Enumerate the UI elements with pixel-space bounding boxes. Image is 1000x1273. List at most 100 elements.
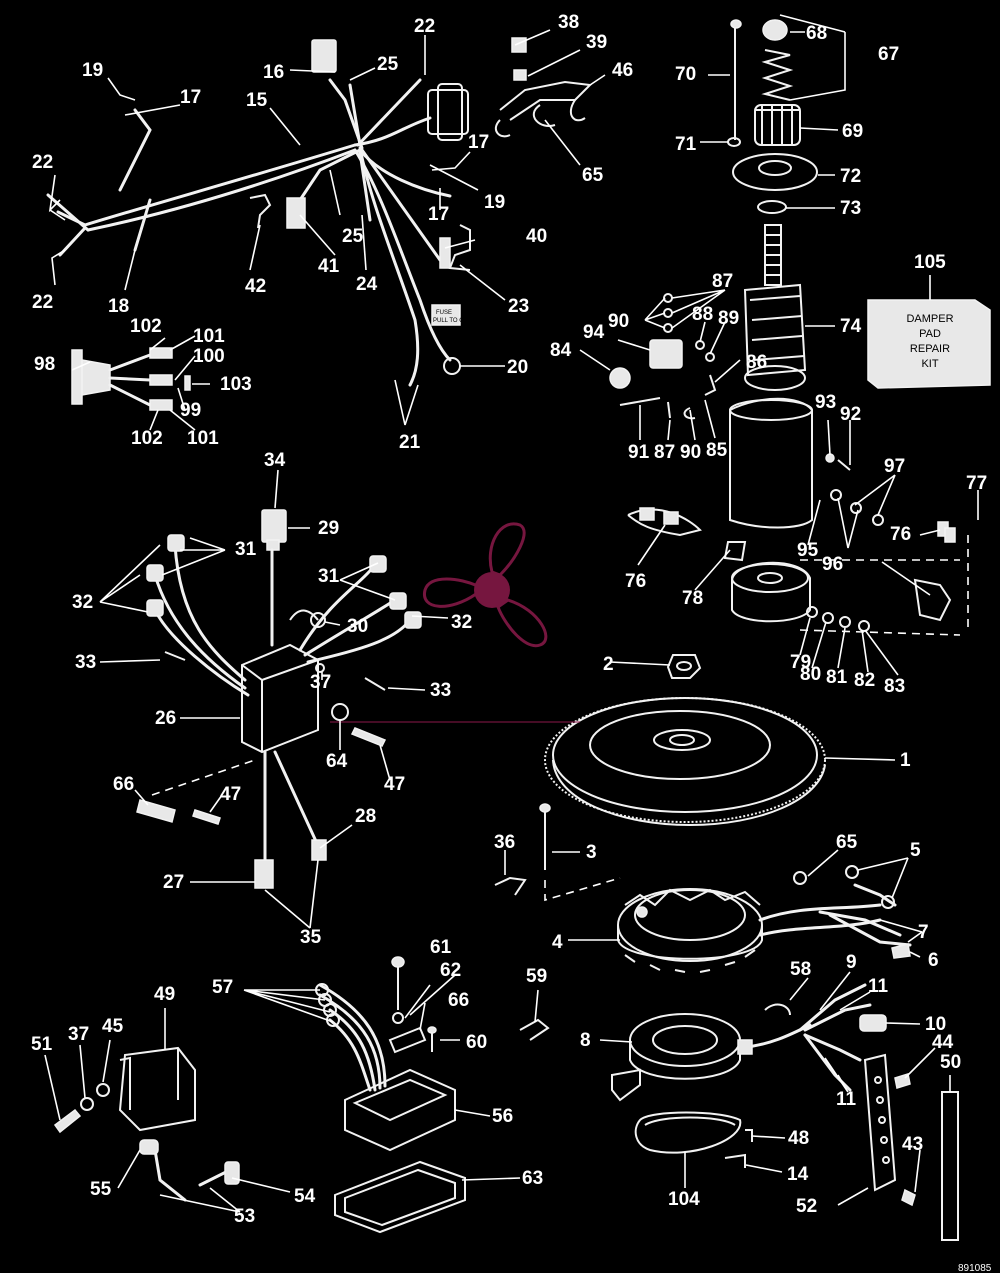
callout-81: 81 (826, 667, 848, 688)
callout-93: 93 (815, 392, 836, 413)
svg-text:PULL TO OPEN: PULL TO OPEN (433, 318, 476, 324)
callout-72: 72 (840, 166, 861, 187)
callout-59: 59 (526, 966, 547, 987)
callout-29: 29 (318, 518, 339, 539)
callout-6: 6 (928, 950, 939, 971)
callout-96: 96 (822, 554, 843, 575)
kit-line3: REPAIR (910, 343, 950, 355)
callout-11b: 11 (836, 1089, 857, 1110)
callout-27: 27 (163, 872, 184, 893)
callout-91: 91 (628, 442, 650, 463)
callout-7: 7 (918, 922, 929, 943)
callout-19a: 19 (82, 60, 103, 81)
wiring-harness: FUSE PULL TO OPEN (46, 39, 476, 387)
callout-66a: 66 (113, 774, 134, 795)
callout-22c: 22 (32, 292, 53, 313)
callout-87b: 87 (654, 442, 675, 463)
callout-63: 63 (522, 1168, 543, 1189)
callout-56: 56 (492, 1106, 513, 1127)
callout-9: 9 (846, 952, 857, 973)
callout-38: 38 (558, 12, 579, 33)
callout-31a: 31 (235, 539, 257, 560)
callout-53: 53 (234, 1206, 255, 1227)
switch-box (315, 956, 456, 1152)
callout-76b: 76 (890, 524, 911, 545)
callout-68: 68 (806, 23, 827, 44)
callout-4: 4 (552, 932, 563, 953)
drawing-code: 891085 (958, 1263, 992, 1273)
bracket-40 (439, 224, 471, 271)
callout-30: 30 (347, 616, 368, 637)
callout-60: 60 (466, 1032, 487, 1053)
callout-54: 54 (294, 1186, 316, 1207)
starter-motor (627, 19, 969, 636)
callout-24: 24 (356, 274, 378, 295)
callout-16: 16 (263, 62, 284, 83)
damper-pad-repair-kit: DAMPER PAD REPAIR KIT (867, 299, 991, 389)
callout-51: 51 (31, 1034, 53, 1055)
svg-text:FUSE: FUSE (436, 310, 452, 316)
callout-73: 73 (840, 198, 861, 219)
callout-17a: 17 (180, 87, 201, 108)
callout-74: 74 (840, 316, 862, 337)
callout-98: 98 (34, 354, 55, 375)
callout-90b: 90 (680, 442, 701, 463)
callout-78: 78 (682, 588, 703, 609)
callout-17c: 17 (428, 204, 449, 225)
callout-39: 39 (586, 32, 607, 53)
callout-44: 44 (932, 1032, 954, 1053)
callout-61: 61 (430, 937, 452, 958)
callout-92: 92 (840, 404, 861, 425)
callout-32b: 32 (451, 612, 472, 633)
callout-70: 70 (675, 64, 696, 85)
callout-47a: 47 (220, 784, 241, 805)
stator (617, 865, 912, 973)
callout-52: 52 (796, 1196, 817, 1217)
callout-80: 80 (800, 664, 821, 685)
callout-34: 34 (264, 450, 286, 471)
callout-32a: 32 (72, 592, 93, 613)
callout-65a: 65 (582, 165, 604, 186)
callout-57: 57 (212, 977, 233, 998)
callout-49: 49 (154, 984, 175, 1005)
callout-69: 69 (842, 121, 863, 142)
callout-67: 67 (878, 44, 899, 65)
callout-42: 42 (245, 276, 266, 297)
callout-87a: 87 (712, 271, 733, 292)
callout-97: 97 (884, 456, 905, 477)
callout-23: 23 (508, 296, 529, 317)
callout-101b: 101 (187, 428, 219, 449)
callout-17b: 17 (468, 132, 489, 153)
callout-77: 77 (966, 473, 987, 494)
callout-79: 79 (790, 652, 811, 673)
callout-2: 2 (603, 654, 614, 675)
callout-88: 88 (692, 304, 713, 325)
kit-line4: KIT (921, 358, 938, 370)
callout-37b: 37 (68, 1024, 89, 1045)
callout-89: 89 (718, 308, 739, 329)
callout-102b: 102 (131, 428, 163, 449)
leader-lines (44, 14, 979, 1213)
callout-64: 64 (326, 751, 348, 772)
callout-105: 105 (914, 252, 946, 273)
callout-85: 85 (706, 440, 728, 461)
callout-11a: 11 (868, 976, 889, 997)
callout-43: 43 (902, 1134, 923, 1155)
key-switch-assembly (71, 347, 191, 411)
callout-18: 18 (108, 296, 129, 317)
callout-26: 26 (155, 708, 176, 729)
callout-14: 14 (787, 1164, 809, 1185)
callout-8: 8 (580, 1030, 591, 1051)
callout-48: 48 (788, 1128, 809, 1149)
callout-5: 5 (910, 840, 921, 861)
callout-95: 95 (797, 540, 819, 561)
callout-99: 99 (180, 400, 201, 421)
callout-41: 41 (318, 256, 340, 277)
callout-46: 46 (612, 60, 633, 81)
callout-66b: 66 (448, 990, 469, 1011)
callout-21: 21 (399, 432, 421, 453)
callout-83: 83 (884, 676, 905, 697)
callout-37a: 37 (310, 672, 331, 693)
